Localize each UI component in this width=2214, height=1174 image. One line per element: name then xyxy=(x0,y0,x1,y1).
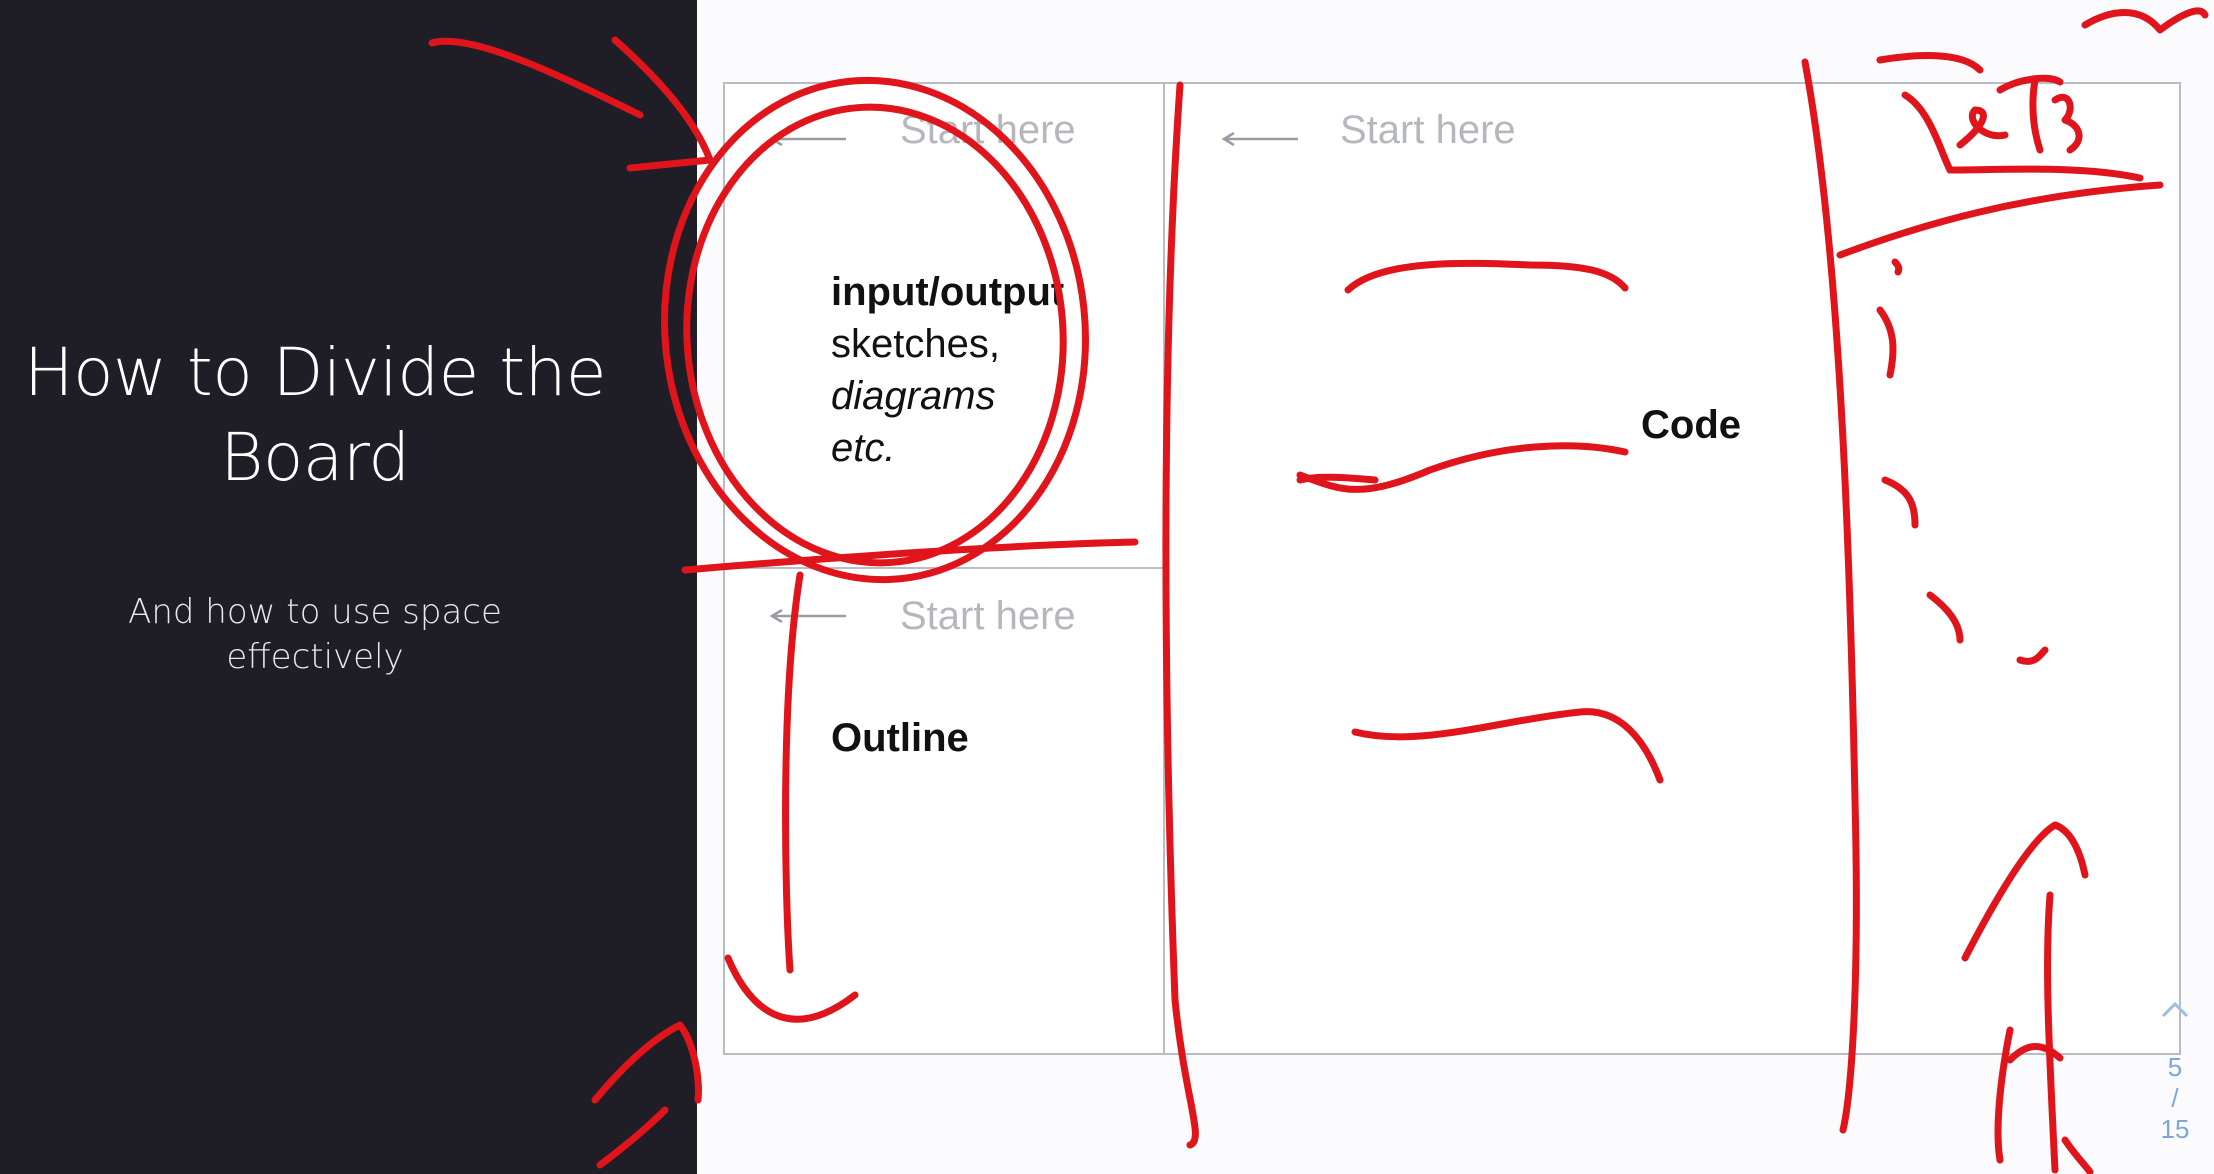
start-here-label: Start here xyxy=(1340,108,1516,152)
title-line-1: How to Divide the xyxy=(23,334,607,411)
page-total: 15 xyxy=(2160,1114,2190,1144)
arrow-left-icon xyxy=(769,131,846,147)
start-here-label: Start here xyxy=(900,108,1076,152)
board-divider-horizontal xyxy=(723,567,1164,569)
title-line-2: Board xyxy=(220,419,410,496)
slide-subtitle: And how to use space effectively xyxy=(110,590,520,680)
slide-title-panel: How to Divide the Board And how to use s… xyxy=(0,0,697,1174)
outline-label: Outline xyxy=(831,716,969,760)
chevron-up-icon[interactable] xyxy=(2150,990,2200,1026)
io-section-label: input/output sketches, diagrams etc. xyxy=(831,266,1064,474)
page-current: 5 xyxy=(2167,1052,2183,1082)
slide-title: How to Divide the Board xyxy=(0,330,630,500)
page-navigator: 5 / 15 xyxy=(2150,990,2200,1170)
subtitle-line-2: effectively xyxy=(226,637,404,677)
code-label: Code xyxy=(1641,403,1741,447)
io-line-2: sketches, xyxy=(831,322,1000,366)
arrow-left-icon xyxy=(769,608,846,624)
io-line-3: diagrams xyxy=(831,374,996,418)
arrow-left-icon xyxy=(1221,131,1298,147)
page-separator: / xyxy=(2171,1083,2179,1113)
io-line-4: etc. xyxy=(831,426,896,470)
io-label: input/output xyxy=(831,270,1065,314)
start-here-label: Start here xyxy=(900,594,1076,638)
subtitle-line-1: And how to use space xyxy=(128,592,502,632)
